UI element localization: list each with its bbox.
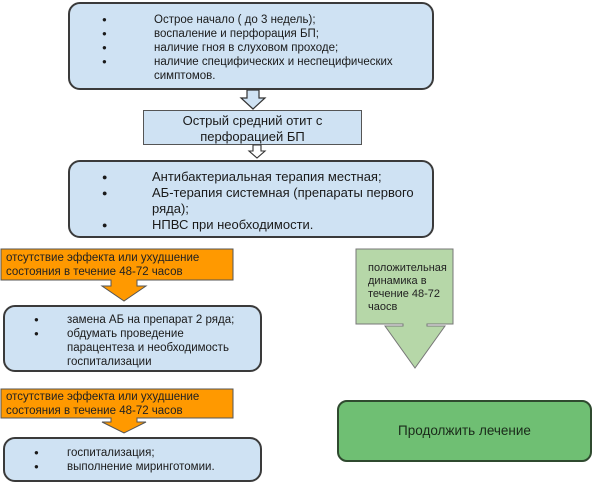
bullet-icon: ●	[102, 43, 107, 52]
bullet-icon: ●	[102, 188, 108, 198]
treatment-item: ●госпитализация;	[34, 447, 155, 459]
bullet-icon: ●	[102, 15, 107, 24]
treatment-item: ●замена АБ на препарат 2 ряда;	[34, 314, 235, 326]
symptom-item: ●Острое начало ( до 3 недель);	[102, 14, 316, 26]
bullet-icon: ●	[34, 329, 39, 338]
symptom-item: ●наличие гноя в слуховом проходе;	[102, 42, 339, 54]
symptoms-box: ●Острое начало ( до 3 недель); ●воспален…	[68, 2, 434, 90]
positive-outcome-label: положительная динамика в течение 48-72 ч…	[368, 262, 447, 313]
bullet-icon: ●	[34, 448, 39, 457]
negative-outcome-label: отсутствие эффекта или ухудшение состоян…	[6, 252, 200, 278]
diagnosis-line: Острый средний отит с	[182, 113, 323, 128]
continue-treatment-box: Продолжить лечение	[337, 400, 592, 462]
bullet-icon: ●	[102, 172, 108, 182]
treatment-item: ●обдумать проведение парацентеза и необх…	[34, 328, 229, 368]
negative-outcome-callout-shape	[0, 388, 234, 434]
treatment-item: ●выполнение миринготомии.	[34, 461, 215, 473]
treatment-item: ●Антибактериальная терапия местная;	[102, 169, 382, 184]
arrow-down-icon	[239, 89, 267, 110]
treatment-item: ●АБ-терапия системная (препараты первого…	[102, 185, 414, 216]
bullet-icon: ●	[102, 220, 108, 230]
hospitalization-box: ●госпитализация; ●выполнение миринготоми…	[3, 437, 262, 482]
initial-treatment-box: ●Антибактериальная терапия местная; ●АБ-…	[68, 160, 434, 238]
diagnosis-box: Острый средний отит с перфорацией БП	[143, 110, 362, 145]
continue-treatment-label: Продолжить лечение	[398, 423, 531, 438]
symptom-item: ●наличие специфических и неспецифических…	[102, 56, 393, 82]
positive-outcome-callout-shape	[355, 248, 454, 369]
bullet-icon: ●	[34, 315, 39, 324]
negative-outcome-label: отсутствие эффекта или ухудшение состоян…	[6, 391, 200, 417]
bullet-icon: ●	[102, 29, 107, 38]
second-line-box: ●замена АБ на препарат 2 ряда; ●обдумать…	[3, 305, 262, 372]
treatment-item: ●НПВС при необходимости.	[102, 217, 314, 232]
symptom-item: ●воспаление и перфорация БП;	[102, 28, 319, 40]
diagnosis-line: перфорацией БП	[200, 129, 305, 144]
arrow-down-icon	[247, 144, 267, 159]
bullet-icon: ●	[102, 57, 107, 66]
bullet-icon: ●	[34, 462, 39, 471]
negative-outcome-callout-shape	[0, 248, 234, 302]
